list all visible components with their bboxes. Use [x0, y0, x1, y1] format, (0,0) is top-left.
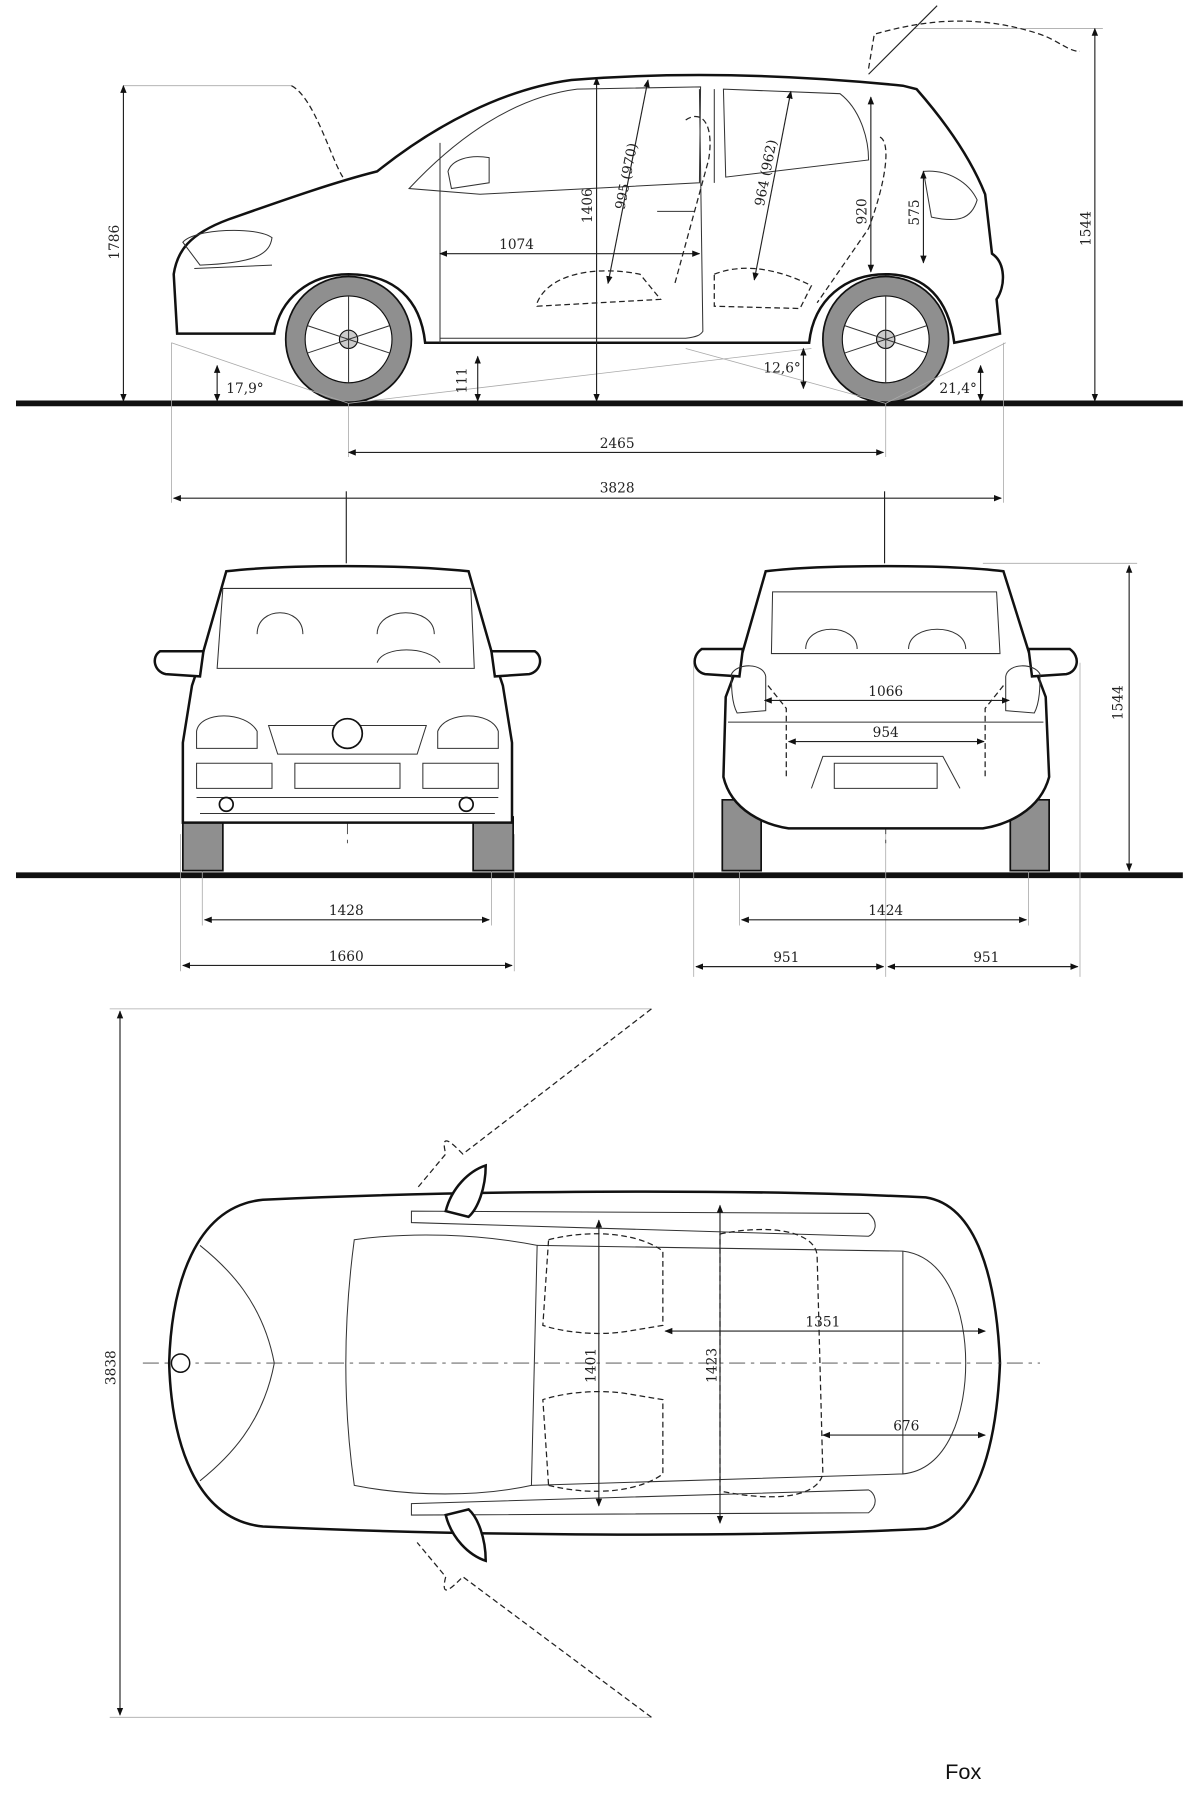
roof-rails — [410, 1210, 876, 1516]
taillight — [922, 170, 978, 221]
dim-interior-width-front: 1401 — [583, 1348, 599, 1383]
windshield — [216, 587, 475, 669]
dim-interior-height-front: 1406 — [580, 188, 596, 223]
headlights — [196, 715, 499, 749]
fog-light-right — [458, 796, 474, 813]
hood-open-arc — [291, 85, 344, 178]
taillights-and-bumper — [728, 665, 1044, 789]
mirrors — [444, 1163, 487, 1563]
door-open-arcs — [416, 1008, 652, 1718]
mirrors — [693, 647, 1078, 678]
dim-overall-height-open: 1786 — [107, 225, 123, 260]
headlight — [182, 229, 273, 270]
dim-trunk-width-bottom: 954 — [873, 725, 899, 741]
vw-logo — [331, 717, 364, 750]
front-tyres — [182, 816, 514, 872]
dim-front-legroom: 1074 — [499, 237, 534, 253]
doors — [439, 89, 715, 343]
trunk-outline — [767, 685, 1004, 777]
dim-ground-clearance: 111 — [454, 367, 470, 393]
tailgate-open-arc — [867, 20, 1081, 69]
dim-rear-track: 1424 — [868, 903, 903, 919]
rear-window — [770, 591, 1001, 655]
front-wheel — [284, 275, 413, 404]
dim-trunk-width-top: 1066 — [868, 684, 903, 700]
windshield — [345, 1234, 538, 1495]
vw-logo — [170, 1353, 191, 1373]
dim-approach-angle: 17,9° — [226, 381, 263, 397]
rear-seats — [805, 628, 967, 650]
fog-light-left — [218, 796, 234, 813]
mirrors — [153, 650, 542, 678]
dim-half-width-right: 951 — [973, 950, 999, 966]
dim-interior-width-rear: 1423 — [705, 1348, 721, 1383]
dim-load-sill-height: 575 — [907, 199, 923, 225]
seat-outlines — [542, 1228, 824, 1498]
dim-front-track: 1428 — [329, 903, 364, 919]
rear-view: 1066 954 1544 1424 951 951 — [693, 491, 1138, 977]
seat-outlines — [536, 115, 887, 310]
front-body-outline — [181, 564, 514, 824]
top-view: 3838 1401 1423 1351 676 — [103, 1008, 1040, 1718]
dim-height: 1544 — [1078, 211, 1094, 246]
dim-width: 1660 — [329, 949, 364, 965]
side-view: 1786 1406 995 (970) 964 (962) 920 575 15… — [16, 5, 1183, 503]
front-view: 1428 1660 — [16, 491, 1183, 972]
dim-ramp-angle: 12,6° — [763, 360, 800, 376]
model-name: Fox — [945, 1759, 981, 1784]
rear-wheel — [822, 275, 950, 404]
dim-width-mirrors-open: 3838 — [103, 1350, 119, 1385]
side-body-outline — [172, 73, 1005, 345]
dim-wheelbase: 2465 — [600, 436, 635, 452]
dim-cargo-length: 676 — [893, 1419, 919, 1435]
dim-rear-interior-height: 920 — [854, 198, 870, 224]
dim-half-width-left: 951 — [773, 950, 799, 966]
dim-rear-height: 1544 — [1110, 685, 1126, 720]
dim-length: 3828 — [600, 480, 635, 496]
side-mirror — [447, 156, 490, 190]
grille-and-bumper — [196, 725, 499, 815]
seats — [256, 612, 441, 664]
dim-cargo-length-seats-folded: 1351 — [805, 1315, 840, 1331]
antenna — [868, 5, 938, 75]
dim-departure-angle: 21,4° — [939, 381, 976, 397]
